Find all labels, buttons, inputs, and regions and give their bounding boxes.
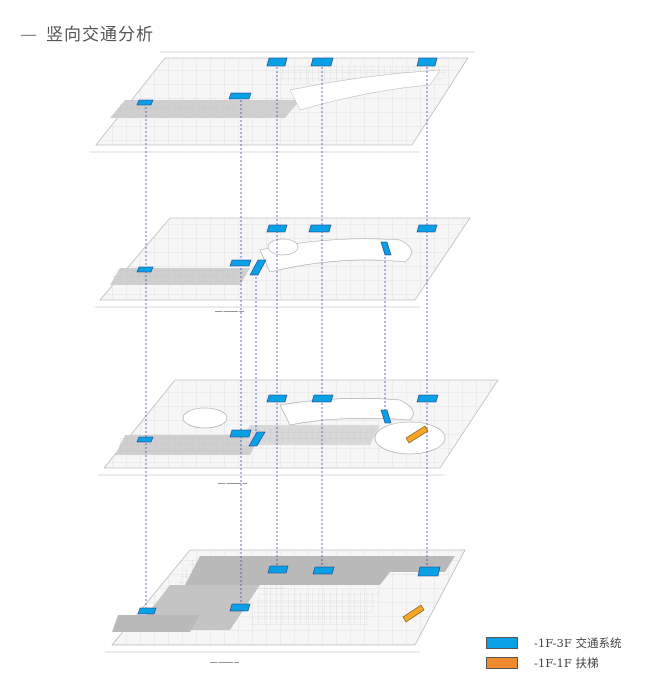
title-text: 竖向交通分析: [46, 25, 154, 45]
escalator-core: [380, 409, 392, 424]
elevator-core: [229, 429, 252, 438]
legend-label: -1F-3F 交通系统: [534, 636, 622, 650]
elevator-core: [266, 394, 288, 403]
elevator-core: [416, 57, 438, 67]
svg-text:━━━ ━━━━━━ ━━: ━━━ ━━━━━━ ━━: [217, 481, 248, 486]
elevator-core: [416, 394, 439, 403]
floor-plan-b1: ━━━ ━━━━━━ ━━: [105, 549, 466, 665]
elevator-core: [416, 224, 438, 233]
escalator-core: [380, 241, 392, 256]
elevator-core: [228, 92, 252, 100]
legend-swatch-orange: [486, 657, 518, 669]
elevator-core: [417, 566, 441, 577]
elevator-core: [308, 224, 332, 233]
escalator: [402, 604, 425, 623]
vertical-connector-lines: [145, 63, 428, 613]
legend-swatch-blue: [486, 637, 518, 649]
escalator-core: [249, 259, 267, 276]
elevator-core: [266, 57, 288, 67]
elevator-core: [311, 394, 334, 403]
svg-text:━━━ ━━━━━━ ━━: ━━━ ━━━━━━ ━━: [209, 660, 240, 665]
floor-plan-1f: ━━━ ━━━━━━ ━━: [98, 379, 499, 486]
elevator-core: [229, 259, 252, 267]
elevator-core: [136, 436, 154, 443]
elevator-core: [310, 57, 334, 67]
elevator-core: [229, 603, 251, 612]
escalator-core: [248, 431, 266, 447]
title-dash: —: [20, 25, 38, 45]
floor-plan-3f: [90, 51, 475, 153]
page-title: — 竖向交通分析: [20, 20, 154, 45]
elevator-core: [137, 607, 157, 615]
floor-plan-2f: ━━━ ━━━━━━ ━━: [95, 217, 471, 314]
elevator-core: [266, 224, 288, 233]
elevator-core: [136, 99, 154, 106]
svg-text:━━━ ━━━━━━ ━━: ━━━ ━━━━━━ ━━: [214, 309, 245, 314]
elevator-cores: [136, 57, 441, 615]
elevator-core: [267, 565, 289, 574]
legend-label: -1F-1F 扶梯: [534, 656, 599, 670]
escalator: [405, 425, 429, 444]
escalators: [402, 425, 429, 623]
elevator-core: [312, 566, 335, 575]
elevator-core: [136, 266, 154, 273]
